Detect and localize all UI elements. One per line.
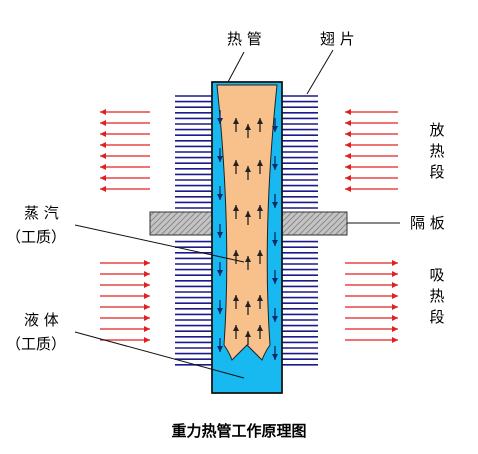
vapor-up-arrow-head (233, 250, 239, 256)
release-char-3: 段 (429, 163, 445, 181)
absorb-char-2: 热 (429, 287, 445, 305)
flow-arrows (217, 110, 278, 360)
liquid-down-arrow-head (217, 232, 223, 238)
liquid-down-arrow-head (272, 316, 278, 322)
heat-arrows (100, 109, 398, 343)
vapor-up-arrow-head (245, 166, 251, 172)
vapor-up-arrow-head (233, 160, 239, 166)
vapor-up-arrow-head (245, 256, 251, 262)
heat-in-arrow-left-head (144, 304, 150, 310)
heat-in-arrow-right-head (392, 304, 398, 310)
liquid-down-arrow-head (272, 240, 278, 246)
heat-in-arrow-left-head (144, 271, 150, 277)
heat-in-arrow-left-head (144, 337, 150, 343)
heat-in-arrow-right-head (392, 282, 398, 288)
liquid-down-arrow-head (272, 202, 278, 208)
label-liquid-medium: （工质） (6, 335, 67, 353)
heat-in-arrow-right-head (392, 326, 398, 332)
heat-out-arrow-right-head (345, 131, 351, 137)
heat-out-arrow-left-head (100, 142, 106, 148)
heat-in-arrow-left-head (144, 260, 150, 266)
label-fins: 翅 片 (320, 30, 355, 48)
heat-out-arrow-right-head (345, 120, 351, 126)
leader-liquid (74, 331, 245, 379)
heat-out-arrow-left-head (100, 131, 106, 137)
heat-in-arrow-right-head (392, 293, 398, 299)
leader-vapor (74, 224, 245, 263)
label-partition: 隔 板 (410, 214, 445, 232)
vapor-up-arrow-head (257, 325, 263, 331)
release-char-2: 热 (429, 142, 445, 160)
leader-fins (306, 49, 334, 95)
heat-in-arrow-left-head (144, 315, 150, 321)
heat-out-arrow-left-head (100, 186, 106, 192)
vapor-up-arrow-head (233, 205, 239, 211)
diagram-caption: 重力热管工作原理图 (171, 422, 307, 440)
heat-out-arrow-left-head (100, 109, 106, 115)
absorb-char-1: 吸 (429, 266, 445, 284)
label-absorb-section: 吸 热 段 (428, 265, 446, 328)
vapor-up-arrow-head (233, 325, 239, 331)
heat-in-arrow-right-head (392, 271, 398, 277)
liquid-down-arrow-head (272, 126, 278, 132)
fins (175, 95, 318, 366)
label-vapor-medium: （工质） (6, 228, 67, 246)
vapor-core (216, 84, 278, 361)
heat-pipe-outline (211, 81, 283, 394)
heat-in-arrow-left-head (144, 326, 150, 332)
label-vapor: 蒸 汽 (24, 204, 59, 222)
heat-out-arrow-left-head (100, 120, 106, 126)
vapor-up-arrow-head (233, 118, 239, 124)
heat-in-arrow-right-head (392, 337, 398, 343)
vapor-up-arrow-head (245, 301, 251, 307)
liquid-down-arrow-head (272, 278, 278, 284)
heat-out-arrow-right-head (345, 142, 351, 148)
heat-out-arrow-right-head (345, 109, 351, 115)
heat-out-arrow-left-head (100, 153, 106, 159)
vapor-up-arrow-head (257, 295, 263, 301)
heat-out-arrow-right-head (345, 164, 351, 170)
liquid-down-arrow-head (217, 156, 223, 162)
heat-in-arrow-left-head (144, 293, 150, 299)
absorb-char-3: 段 (429, 308, 445, 326)
heat-in-arrow-right-head (392, 260, 398, 266)
heat-out-arrow-left-head (100, 164, 106, 170)
liquid-down-arrow-head (217, 270, 223, 276)
heat-in-arrow-right-head (392, 315, 398, 321)
liquid-down-arrow-head (217, 118, 223, 124)
vapor-up-arrow-head (257, 250, 263, 256)
label-heat-pipe: 热 管 (227, 30, 262, 48)
vapor-up-arrow-head (257, 160, 263, 166)
liquid-down-arrow-head (217, 346, 223, 352)
liquid-down-arrow-head (272, 164, 278, 170)
leader-heat-pipe (227, 51, 245, 83)
heat-out-arrow-left-head (100, 175, 106, 181)
label-release-section: 放 热 段 (428, 120, 446, 183)
vapor-up-arrow-head (257, 205, 263, 211)
label-liquid: 液 体 (24, 311, 59, 329)
liquid-down-arrow-head (217, 194, 223, 200)
heat-out-arrow-right-head (345, 186, 351, 192)
heat-out-arrow-right-head (345, 175, 351, 181)
liquid-down-arrow-head (217, 308, 223, 314)
vapor-up-arrow-head (233, 295, 239, 301)
release-char-1: 放 (429, 121, 445, 139)
heat-in-arrow-left-head (144, 282, 150, 288)
vapor-up-arrow-head (257, 118, 263, 124)
vapor-up-arrow-head (245, 331, 251, 337)
vapor-up-arrow-head (245, 211, 251, 217)
vapor-up-arrow-head (245, 124, 251, 130)
liquid-down-arrow-head (272, 354, 278, 360)
heat-out-arrow-right-head (345, 153, 351, 159)
